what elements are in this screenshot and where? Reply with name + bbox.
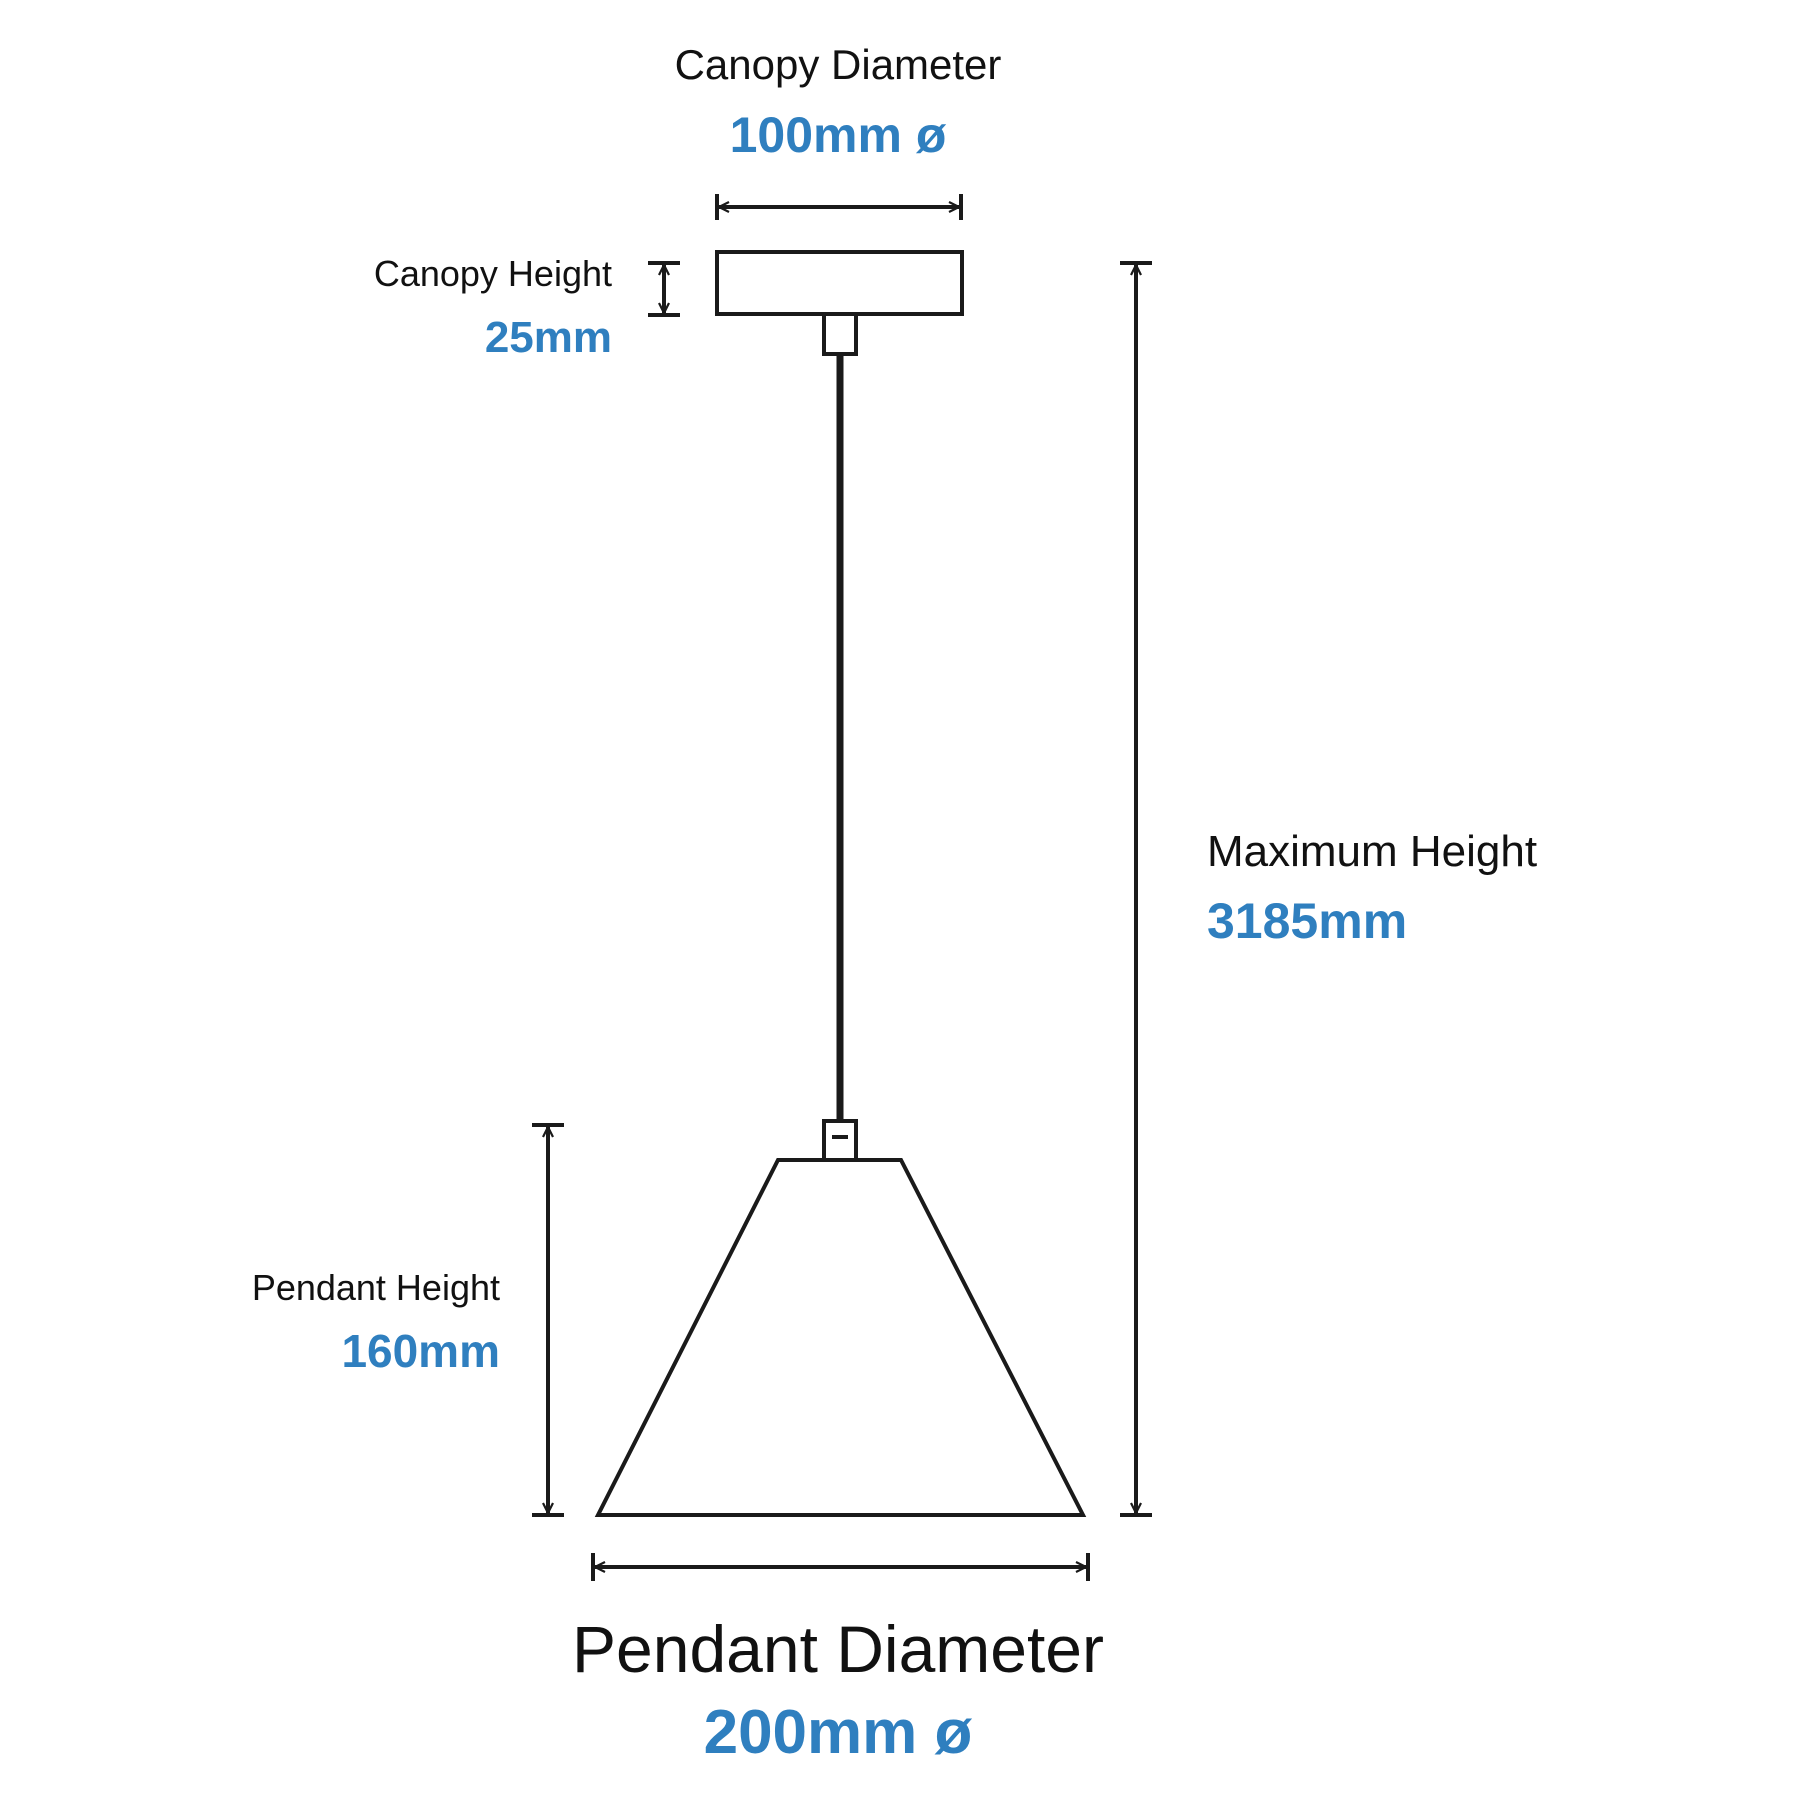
- pendant-height-label: Pendant Height: [251, 1267, 500, 1308]
- canopy-diameter-value: 100mm ø: [729, 107, 947, 163]
- canopy-cord-grip: [822, 312, 858, 356]
- canopy-diameter-dimension-line: [715, 194, 963, 220]
- maximum-height-value: 3185mm: [1207, 893, 1408, 949]
- canopy-height-value: 25mm: [484, 313, 612, 362]
- pendant-shade: [594, 1158, 1087, 1517]
- pendant-height-dimension-line: [532, 1123, 564, 1517]
- canopy-height-label: Canopy Height: [373, 253, 612, 294]
- pendant-diameter-value: 200mm ø: [703, 1698, 973, 1767]
- maximum-height-label: Maximum Height: [1207, 827, 1538, 876]
- pendant-diameter-label: Pendant Diameter: [572, 1612, 1104, 1686]
- maximum-height-dimension-line: [1120, 261, 1152, 1517]
- canopy-body: [715, 250, 964, 316]
- lamp-holder: [822, 1119, 858, 1163]
- canopy-height-dimension-line: [648, 261, 680, 317]
- pendant-diameter-dimension-line: [591, 1553, 1090, 1581]
- pendant-height-value: 160mm: [341, 1325, 500, 1377]
- canopy-diameter-label: Canopy Diameter: [674, 41, 1002, 88]
